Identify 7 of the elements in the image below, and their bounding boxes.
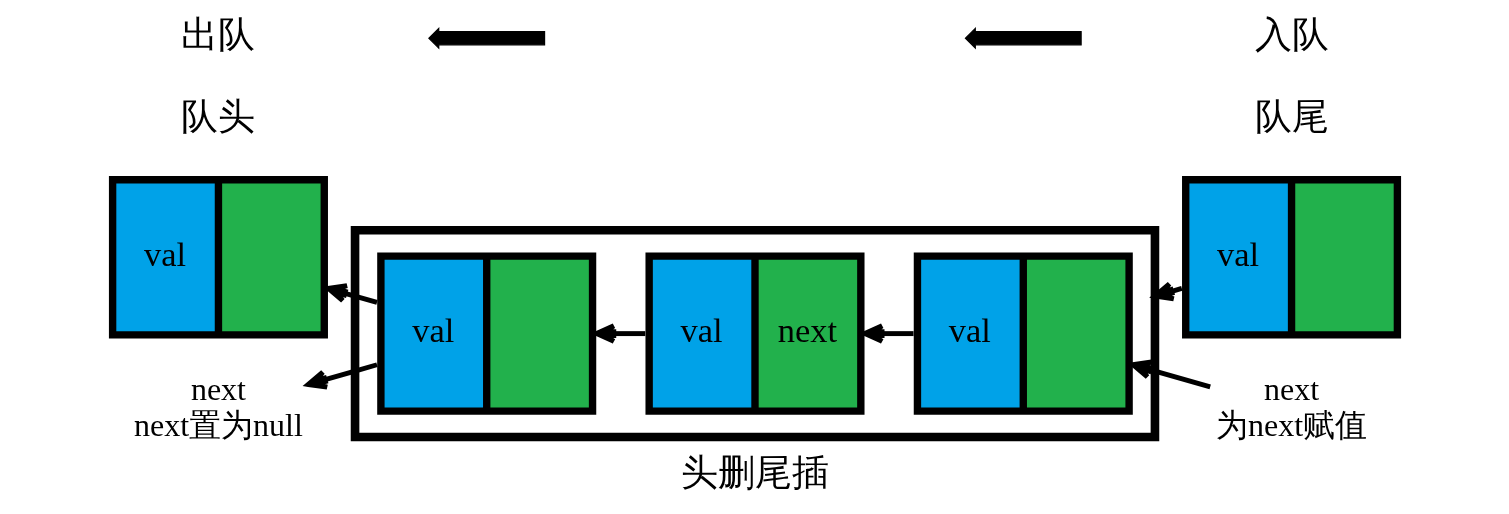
caption: 头删尾插 (680, 451, 829, 493)
node-text: next next置为null (133, 370, 303, 443)
label: 出队 (180, 14, 255, 56)
label: 队头 (180, 95, 255, 137)
label: 队尾 (1254, 95, 1329, 137)
label: 入队 (1254, 14, 1329, 56)
node-text: next 为next赋值 (1215, 370, 1367, 443)
